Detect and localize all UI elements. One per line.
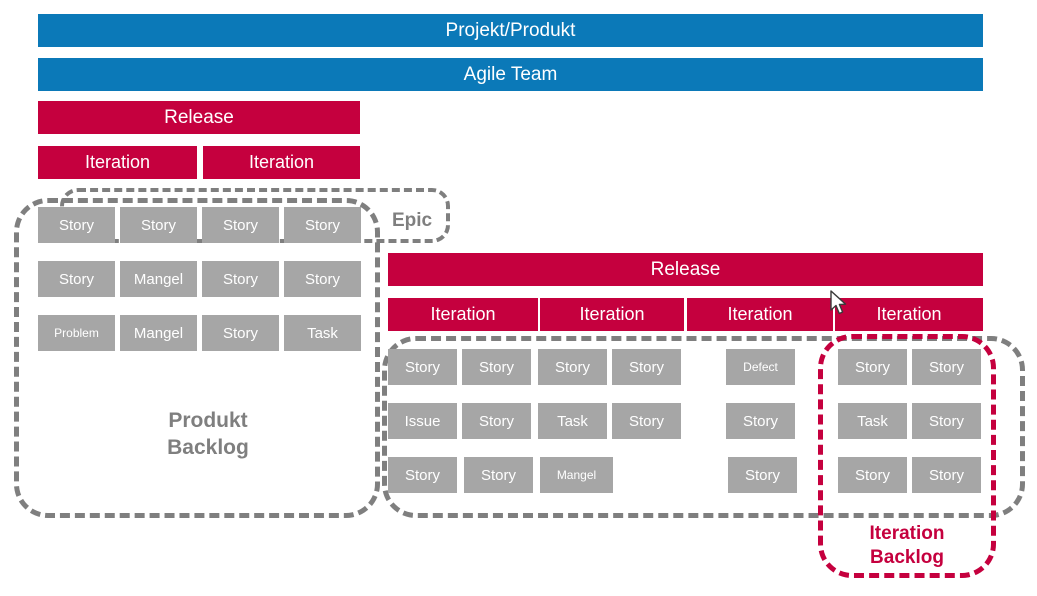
bar-agile-team[interactable]: Agile Team [38,58,983,91]
right-card-r1c2[interactable]: Story [462,349,531,385]
right-iteration-3[interactable]: Iteration [687,298,833,331]
right-card-r2c5[interactable]: Story [726,403,795,439]
left-card-r2c1[interactable]: Story [38,261,115,297]
right-iteration-4-label: Iteration [876,304,942,324]
right-card-r1c6[interactable]: Story [838,349,907,385]
right-card-r2c6[interactable]: Task [838,403,907,439]
produkt-backlog-outline [14,198,380,518]
right-release-label: Release [650,258,721,280]
mouse-pointer-icon [830,290,847,315]
left-card-r1c1[interactable]: Story [38,207,115,243]
right-iteration-2[interactable]: Iteration [540,298,684,331]
right-card-r3c1[interactable]: Story [388,457,457,493]
left-iteration-1[interactable]: Iteration [38,146,197,179]
left-card-r3c1[interactable]: Problem [38,315,115,351]
right-card-r1c3[interactable]: Story [538,349,607,385]
left-release-label: Release [164,106,234,128]
right-card-r1c7[interactable]: Story [912,349,981,385]
right-iteration-3-label: Iteration [727,304,793,324]
right-card-r2c7[interactable]: Story [912,403,981,439]
left-card-r1c2[interactable]: Story [120,207,197,243]
right-card-r2c3[interactable]: Task [538,403,607,439]
right-card-r1c1[interactable]: Story [388,349,457,385]
bar-agile-team-label: Agile Team [463,63,558,85]
left-release-bar[interactable]: Release [38,101,360,134]
right-card-r3c5[interactable]: Story [728,457,797,493]
right-iteration-4[interactable]: Iteration [835,298,983,331]
right-card-r2c2[interactable]: Story [462,403,531,439]
left-iteration-2[interactable]: Iteration [203,146,360,179]
right-card-r2c1[interactable]: Issue [388,403,457,439]
bar-projekt-produkt-label: Projekt/Produkt [445,19,576,41]
right-card-r1c4[interactable]: Story [612,349,681,385]
right-card-r3c3[interactable]: Mangel [540,457,613,493]
right-card-r3c2[interactable]: Story [464,457,533,493]
left-card-r3c2[interactable]: Mangel [120,315,197,351]
right-card-r3c7[interactable]: Story [912,457,981,493]
bar-projekt-produkt[interactable]: Projekt/Produkt [38,14,983,47]
left-iteration-2-label: Iteration [248,152,315,172]
right-card-r3c6[interactable]: Story [838,457,907,493]
left-card-r2c2[interactable]: Mangel [120,261,197,297]
right-card-r2c4[interactable]: Story [612,403,681,439]
left-card-r1c3[interactable]: Story [202,207,279,243]
epic-label: Epic [391,210,433,231]
left-card-r3c3[interactable]: Story [202,315,279,351]
right-release-bar[interactable]: Release [388,253,983,286]
left-iteration-1-label: Iteration [84,152,151,172]
left-card-r2c3[interactable]: Story [202,261,279,297]
left-card-r1c4[interactable]: Story [284,207,361,243]
left-card-r2c4[interactable]: Story [284,261,361,297]
left-card-r3c4[interactable]: Task [284,315,361,351]
right-iteration-1-label: Iteration [430,304,496,324]
right-iteration-1[interactable]: Iteration [388,298,538,331]
produkt-backlog-caption: Produkt Backlog [167,409,249,459]
iteration-backlog-caption: Iteration Backlog [869,523,945,569]
right-iteration-2-label: Iteration [579,304,645,324]
right-card-r1c5[interactable]: Defect [726,349,795,385]
